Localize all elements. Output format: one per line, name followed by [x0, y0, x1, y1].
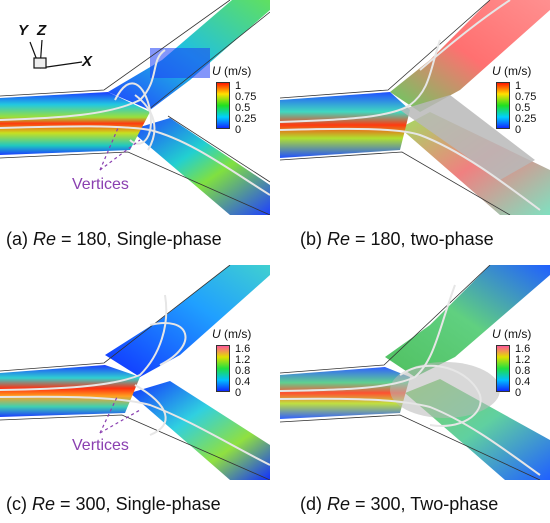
panel-a: Y Z X Vertices U (m/s) 1 0.75 0.5 0.25 0 — [0, 0, 270, 215]
caption-c: (c) Re = 300, Single-phase — [6, 494, 221, 514]
upper-branch-c — [105, 265, 270, 377]
colorbar-title-c: U (m/s) — [212, 327, 252, 341]
caption-b: (b) Re = 180, two-phase — [300, 229, 494, 249]
colorbar-title-d: U (m/s) — [492, 327, 532, 341]
gas-interface-b — [400, 95, 535, 180]
panel-b: U (m/s) 1 0.75 0.5 0.25 0 — [280, 0, 550, 215]
colorbar-tick: 0.4 — [235, 376, 251, 388]
colorbar-tick: 1.2 — [515, 354, 531, 366]
upper-branch-b — [390, 0, 550, 112]
colorbar-tick: 0.75 — [235, 91, 257, 103]
caption-d: (d) Re = 300, Two-phase — [300, 494, 499, 514]
colorbar-tick: 0.75 — [515, 91, 537, 103]
axis-label-x: X — [82, 53, 93, 70]
caption-a: (a) Re = 180, Single-phase — [6, 229, 222, 249]
flow-field-c — [0, 265, 270, 480]
colorbar-tick: 1.6 — [515, 343, 531, 355]
inlet-channel-b — [280, 92, 410, 158]
colorbar-tick: 0.5 — [235, 102, 251, 114]
colorbar-tick: 0.25 — [235, 113, 257, 125]
colorbar-title-a: U (m/s) — [212, 64, 252, 78]
lower-branch-c — [130, 381, 270, 480]
colorbar-tick: 1.6 — [235, 343, 251, 355]
colorbar-title-b: U (m/s) — [492, 64, 532, 78]
streamline — [134, 384, 167, 436]
streamline — [280, 284, 456, 392]
colorbar-tick: 0.4 — [515, 376, 531, 388]
streamline — [149, 322, 187, 366]
flow-field-a — [0, 0, 270, 215]
colorbar-tick: 1 — [235, 80, 242, 92]
vertices-label-c: Vertices — [72, 437, 129, 454]
streamline — [134, 94, 156, 151]
inlet-channel-a — [0, 92, 150, 155]
inlet-channel-c — [0, 365, 140, 417]
streamline — [399, 364, 482, 427]
colorbar-tick: 1 — [515, 80, 522, 92]
streamline — [280, 39, 441, 123]
colorbar-tick: 0.8 — [235, 365, 251, 377]
flow-field-d — [280, 265, 550, 480]
colorbar-tick: 0 — [235, 124, 242, 136]
streamline — [0, 294, 168, 391]
streamline — [419, 0, 511, 71]
inlet-channel-d — [280, 367, 410, 419]
axis-label-y: Y — [18, 22, 29, 39]
colorbar-b — [496, 82, 510, 129]
colorbar-a — [216, 82, 230, 129]
upper-branch-d — [385, 265, 550, 377]
colorbar-c — [216, 345, 230, 392]
streamline — [0, 49, 166, 121]
colorbar-tick: 0.25 — [515, 113, 537, 125]
coordinate-axes — [29, 39, 83, 69]
flow-field-b — [280, 0, 550, 215]
panel-d: U (m/s) 1.6 1.2 0.8 0.4 0 — [280, 265, 550, 480]
colorbar-tick: 0.8 — [515, 365, 531, 377]
vertices-label-a: Vertices — [72, 176, 129, 193]
colorbar-tick: 0 — [515, 124, 522, 136]
streamline — [280, 397, 541, 476]
lower-branch-a — [130, 118, 270, 215]
colorbar-d — [496, 345, 510, 392]
colorbar-tick: 0 — [235, 387, 242, 399]
colorbar-tick: 0 — [515, 387, 522, 399]
streamline — [280, 127, 541, 211]
panel-c: Vertices U (m/s) 1.6 1.2 0.8 0.4 0 — [0, 265, 270, 480]
colorbar-tick: 1.2 — [235, 354, 251, 366]
streamline — [0, 395, 270, 466]
axis-label-z: Z — [37, 22, 47, 39]
colorbar-tick: 0.5 — [515, 102, 531, 114]
